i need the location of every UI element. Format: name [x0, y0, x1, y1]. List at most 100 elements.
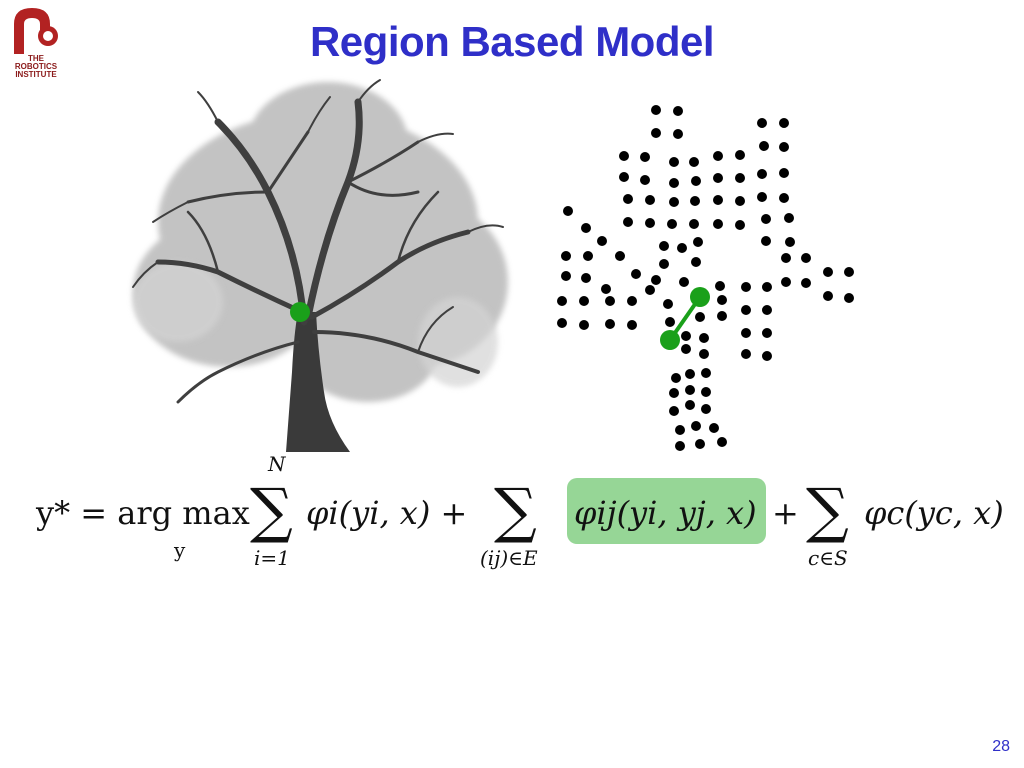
graph-node — [801, 253, 811, 263]
graph-node — [669, 178, 679, 188]
sum3-symbol: ∑ — [806, 476, 849, 546]
graph-node — [581, 223, 591, 233]
graph-node — [627, 296, 637, 306]
graph-node — [557, 296, 567, 306]
graph-node — [669, 388, 679, 398]
graph-node — [801, 278, 811, 288]
highlighted-node-j — [660, 330, 680, 350]
graph-node — [685, 369, 695, 379]
graph-node — [823, 267, 833, 277]
energy-equation: y* = arg max y N ∑ i=1 φi(yi, x) + ∑ (ij… — [0, 448, 1024, 578]
graph-node — [762, 282, 772, 292]
graph-node — [713, 219, 723, 229]
sum2-symbol: ∑ — [494, 476, 537, 546]
graph-node — [619, 172, 629, 182]
graph-node — [741, 328, 751, 338]
equation-lhs: y* = arg max — [36, 494, 250, 532]
graph-node — [713, 195, 723, 205]
sum3-lower-limit: c∈S — [808, 546, 848, 570]
graph-node — [685, 385, 695, 395]
graph-node — [761, 236, 771, 246]
logo-text-robotics: ROBOTICS — [14, 62, 58, 71]
graph-node — [691, 421, 701, 431]
graph-node — [695, 439, 705, 449]
graph-node — [701, 368, 711, 378]
sum1-symbol: ∑ — [250, 476, 293, 546]
graph-node — [605, 296, 615, 306]
graph-node — [675, 441, 685, 451]
graph-node — [717, 295, 727, 305]
graph-node — [735, 173, 745, 183]
graph-node — [757, 118, 767, 128]
graph-node — [691, 257, 701, 267]
graph-node — [681, 331, 691, 341]
graph-node — [709, 423, 719, 433]
pairwise-term: φij(yi, yj, x) — [574, 494, 757, 532]
graph-node — [659, 241, 669, 251]
graph-node — [681, 344, 691, 354]
graph-node — [640, 175, 650, 185]
graph-node — [669, 197, 679, 207]
graph-node — [713, 173, 723, 183]
graph-node — [671, 373, 681, 383]
graph-node — [779, 142, 789, 152]
graph-node — [735, 220, 745, 230]
graph-node — [741, 305, 751, 315]
graph-node — [779, 193, 789, 203]
graph-node — [699, 333, 709, 343]
graph-node — [623, 217, 633, 227]
logo-text-the: THE — [28, 54, 44, 63]
robotics-institute-logo: THE ROBOTICS INSTITUTE — [8, 6, 64, 84]
graph-node — [673, 106, 683, 116]
pairwise-term-highlight — [567, 478, 766, 544]
graph-node — [651, 128, 661, 138]
graph-node — [597, 236, 607, 246]
graph-node — [784, 213, 794, 223]
graph-node — [759, 141, 769, 151]
graph-node — [844, 267, 854, 277]
graph-node — [762, 351, 772, 361]
graph-node — [561, 251, 571, 261]
graph-node — [823, 291, 833, 301]
graph-node — [663, 299, 673, 309]
graph-node — [651, 275, 661, 285]
graph-node — [701, 404, 711, 414]
graph-node — [685, 400, 695, 410]
graph-node — [779, 168, 789, 178]
graph-node — [735, 196, 745, 206]
page-number: 28 — [992, 738, 1010, 755]
plus-sign: + — [772, 494, 799, 532]
graph-node — [615, 251, 625, 261]
graph-node — [651, 105, 661, 115]
graph-node — [579, 296, 589, 306]
graph-node — [695, 312, 705, 322]
graph-node — [762, 305, 772, 315]
sum1-lower-limit: i=1 — [254, 546, 290, 570]
graph-node — [690, 196, 700, 206]
graph-node — [781, 253, 791, 263]
graph-node — [713, 151, 723, 161]
graph-node — [669, 157, 679, 167]
highlighted-node-i — [690, 287, 710, 307]
graph-node — [679, 277, 689, 287]
graph-node — [762, 328, 772, 338]
graph-node — [717, 311, 727, 321]
sum2-lower-limit: (ij)∈E — [480, 546, 538, 570]
graph-node — [844, 293, 854, 303]
tree-region-marker — [290, 302, 310, 322]
graph-node — [579, 320, 589, 330]
graph-node — [669, 406, 679, 416]
graph-node — [757, 169, 767, 179]
graph-node — [717, 437, 727, 447]
graph-node — [631, 269, 641, 279]
graph-node — [781, 277, 791, 287]
graph-node — [605, 319, 615, 329]
region-graph — [557, 105, 854, 451]
graph-node — [645, 285, 655, 295]
graph-node — [741, 349, 751, 359]
slide-title: Region Based Model — [309, 18, 715, 65]
logo-mark-icon — [14, 8, 58, 54]
graph-node — [619, 151, 629, 161]
graph-node — [785, 237, 795, 247]
graph-node — [645, 218, 655, 228]
